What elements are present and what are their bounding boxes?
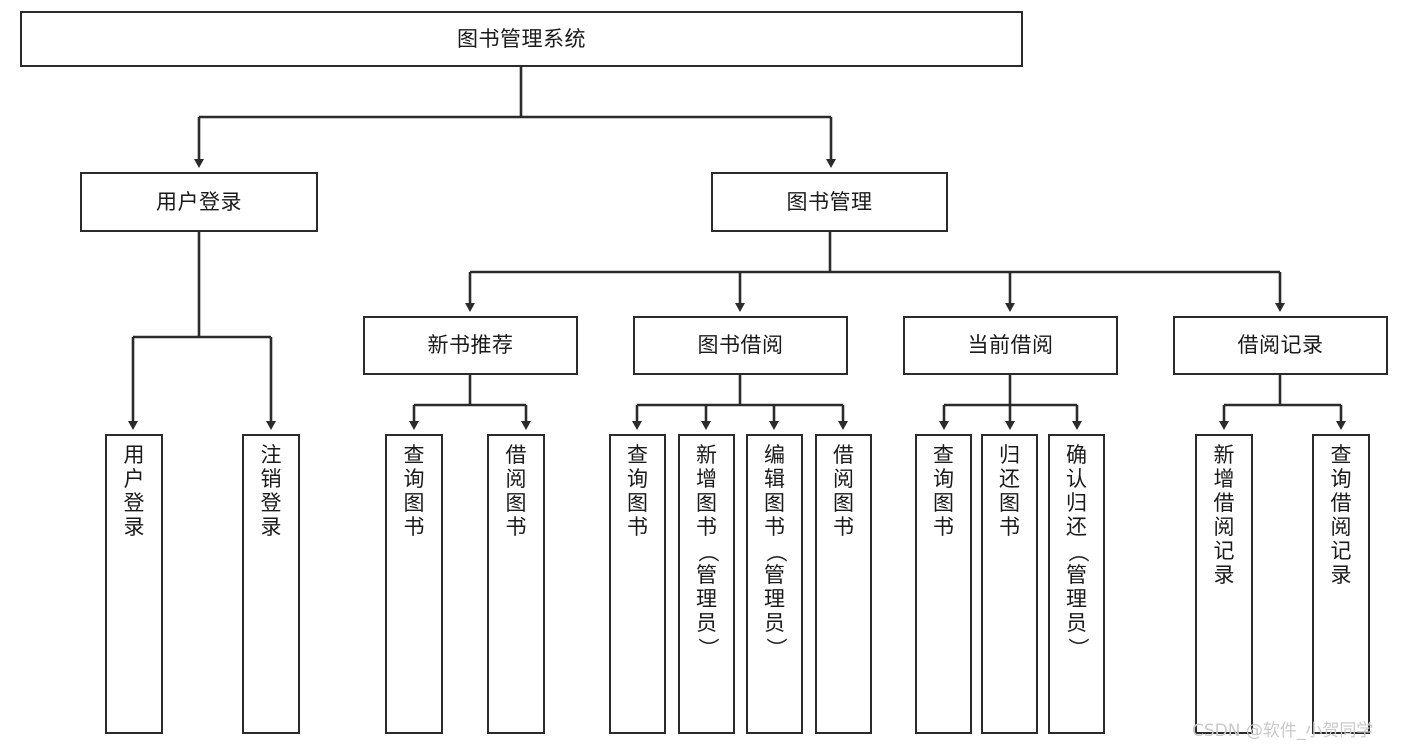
node-label: 图书管理系统 bbox=[457, 26, 586, 51]
node-label: 用户登录 bbox=[123, 443, 145, 539]
leaf-confirm-return-admin[interactable]: 确认归还（管理员） bbox=[1048, 434, 1105, 734]
node-label: 借阅记录 bbox=[1237, 333, 1324, 357]
node-label: 归还图书 bbox=[999, 443, 1020, 539]
csdn-watermark: CSDN @软件_小贺同学 bbox=[1192, 721, 1374, 741]
node-label: 图书借阅 bbox=[697, 333, 784, 357]
leaf-borrow-book[interactable]: 借阅图书 bbox=[815, 434, 872, 734]
leaf-edit-book-admin[interactable]: 编辑图书（管理员） bbox=[746, 434, 803, 734]
node-label: 借阅图书 bbox=[833, 443, 854, 539]
node-book-management[interactable]: 图书管理 bbox=[711, 172, 948, 232]
node-label: 新书推荐 bbox=[427, 333, 514, 357]
leaf-user-login[interactable]: 用户登录 bbox=[105, 434, 163, 734]
leaf-add-book-admin[interactable]: 新增图书（管理员） bbox=[678, 434, 735, 734]
leaf-query-borrow-record[interactable]: 查询借阅记录 bbox=[1312, 434, 1370, 734]
node-label: 用户登录 bbox=[156, 189, 242, 214]
leaf-query-book-current[interactable]: 查询图书 bbox=[915, 434, 972, 734]
node-current-borrow[interactable]: 当前借阅 bbox=[903, 316, 1118, 375]
node-label: 查询图书 bbox=[933, 443, 954, 539]
node-user-login[interactable]: 用户登录 bbox=[80, 172, 318, 232]
node-label: 注销登录 bbox=[260, 443, 282, 539]
node-label: 新增图书（管理员） bbox=[695, 443, 720, 659]
leaf-add-borrow-record[interactable]: 新增借阅记录 bbox=[1195, 434, 1253, 734]
node-label: 当前借阅 bbox=[967, 333, 1054, 357]
node-label: 新增借阅记录 bbox=[1213, 443, 1235, 587]
node-root-book-management-system[interactable]: 图书管理系统 bbox=[20, 11, 1023, 67]
leaf-query-book-recommend[interactable]: 查询图书 bbox=[385, 434, 443, 734]
node-label: 查询图书 bbox=[627, 443, 648, 539]
node-borrow-record[interactable]: 借阅记录 bbox=[1173, 316, 1388, 375]
node-new-book-recommend[interactable]: 新书推荐 bbox=[363, 316, 578, 375]
node-label: 确认归还（管理员） bbox=[1065, 443, 1090, 659]
node-label: 查询借阅记录 bbox=[1330, 443, 1352, 587]
leaf-return-book[interactable]: 归还图书 bbox=[981, 434, 1038, 734]
leaf-borrow-book-recommend[interactable]: 借阅图书 bbox=[487, 434, 545, 734]
node-label: 编辑图书（管理员） bbox=[763, 443, 788, 659]
node-label: 借阅图书 bbox=[505, 443, 527, 539]
node-book-borrow[interactable]: 图书借阅 bbox=[633, 316, 848, 375]
leaf-query-book-borrow[interactable]: 查询图书 bbox=[609, 434, 666, 734]
node-label: 图书管理 bbox=[786, 189, 873, 214]
node-label: 查询图书 bbox=[403, 443, 425, 539]
leaf-logout-login[interactable]: 注销登录 bbox=[242, 434, 300, 734]
